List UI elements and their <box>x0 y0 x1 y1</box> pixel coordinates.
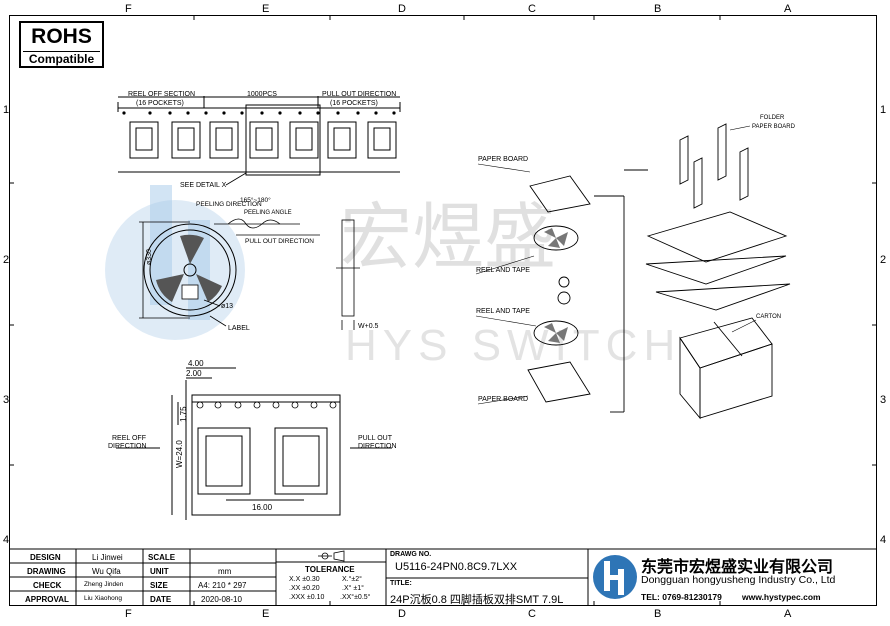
row-label-4-right: 4 <box>880 534 887 546</box>
col-label-b-bottom: B <box>654 608 662 620</box>
tb-tol-a-1: .XX ±0.20 <box>289 585 320 592</box>
packing-paper-board-bottom: PAPER BOARD <box>478 396 528 403</box>
detail-pull-out-dir: DIRECTION <box>358 443 397 450</box>
tb-tolerance-label: TOLERANCE <box>305 565 355 574</box>
reel-spokes <box>156 234 222 302</box>
rohs-badge: ROHS Compatible <box>19 21 104 68</box>
packing-reel-tape-1: REEL AND TAPE <box>476 267 530 274</box>
title-block-grid <box>9 548 877 606</box>
see-detail-label: SEE DETAIL X <box>180 182 227 189</box>
dim-w: W=24.0 <box>175 440 184 468</box>
dim-175: 1.75 <box>179 406 188 422</box>
company-web[interactable]: www.hystypec.com <box>742 592 821 602</box>
col-label-f-bottom: F <box>125 608 132 620</box>
col-label-d-bottom: D <box>398 608 406 620</box>
rohs-subtitle: Compatible <box>23 51 100 67</box>
col-label-a-bottom: A <box>784 608 792 620</box>
tb-size-value: A4: 210 * 297 <box>198 581 247 590</box>
tb-drawing-value: Wu Qifa <box>92 567 121 576</box>
tb-tol-b-1: .X° ±1° <box>342 585 364 592</box>
packing-diagram <box>527 123 791 420</box>
tb-drawing-no: U5116-24PN0.8C9.7LXX <box>395 561 518 573</box>
detail-holes <box>196 401 337 409</box>
tb-title-label: TITLE: <box>390 580 412 587</box>
tb-design-label: DESIGN <box>30 553 61 562</box>
watermark-en: HYS SWITCH <box>345 321 681 370</box>
tb-check-value: Zheng Jinden <box>84 581 124 588</box>
detail-reel-off-dir: DIRECTION <box>108 443 147 450</box>
packing-reel-spokes <box>544 228 568 343</box>
reel-diameter: ø330 <box>146 249 153 265</box>
reel-width: W+0.5 <box>358 323 379 330</box>
tb-tol-a-0: X.X ±0.30 <box>289 576 320 583</box>
tape-reel-off-pockets: (16 POCKETS) <box>136 100 184 107</box>
col-label-d-top: D <box>398 3 406 15</box>
tb-tol-b-0: X.°±2° <box>342 576 362 583</box>
col-label-b-top: B <box>654 3 662 15</box>
tb-approval-value: Liu Xiaohong <box>84 595 122 602</box>
reel-pull-out: PULL OUT DIRECTION <box>245 238 314 245</box>
row-label-1-right: 1 <box>880 104 887 116</box>
dim-4: 4.00 <box>188 359 204 368</box>
col-label-c-bottom: C <box>528 608 536 620</box>
rohs-title: ROHS <box>31 25 92 48</box>
tb-unit-label: UNIT <box>150 567 169 576</box>
tb-title: 24P沉板0.8 四脚插板双排SMT 7.9L <box>390 594 564 606</box>
tb-approval-label: APPROVAL <box>25 595 69 604</box>
tb-design-value: Li Jinwei <box>92 553 123 562</box>
tape-strip <box>117 96 401 176</box>
col-label-e-bottom: E <box>262 608 270 620</box>
tb-drawing-label: DRAWING <box>27 567 66 576</box>
detail-pull-out: PULL OUT <box>358 435 393 442</box>
tape-pockets <box>129 121 397 159</box>
packing-carton: CARTON <box>756 314 781 320</box>
tb-scale-label: SCALE <box>148 553 176 562</box>
tape-reel-off-label: REEL OFF SECTION <box>128 91 195 98</box>
tb-drawing-no-label: DRAWG NO. <box>390 551 432 558</box>
peeling-angle-value: 165°~180° <box>240 196 271 204</box>
projection-symbol <box>318 550 345 562</box>
col-label-c-top: C <box>528 3 536 15</box>
col-label-f-top: F <box>125 3 132 15</box>
reel-label: LABEL <box>228 325 250 332</box>
tb-check-label: CHECK <box>33 581 62 590</box>
col-label-e-top: E <box>262 3 270 15</box>
row-label-3-left: 3 <box>3 394 10 406</box>
company-tel: TEL: 0769-81230179 <box>641 592 722 602</box>
company-logo-icon <box>593 555 637 599</box>
packing-paper-board-top: PAPER BOARD <box>478 156 528 163</box>
row-label-2-left: 2 <box>3 254 10 266</box>
packing-folder-board: PAPER BOARD <box>752 124 796 130</box>
dim-16: 16.00 <box>252 503 273 512</box>
tb-size-label: SIZE <box>150 581 168 590</box>
row-label-1-left: 1 <box>3 104 10 116</box>
tape-pull-out-label: PULL OUT DIRECTION <box>322 91 396 98</box>
tb-date-value: 2020-08-10 <box>201 595 242 604</box>
row-label-4-left: 4 <box>3 534 10 546</box>
tb-unit-value: mm <box>218 567 232 576</box>
company-name-en: Dongguan hongyusheng Industry Co., Ltd <box>641 574 836 586</box>
watermark-logo <box>105 185 245 340</box>
tape-holes <box>122 111 396 115</box>
detail-x <box>116 367 392 520</box>
peeling-angle-label: PEELING ANGLE <box>244 210 292 216</box>
tape-pcs-label: 1000PCS <box>247 91 277 98</box>
row-label-3-right: 3 <box>880 394 887 406</box>
packing-folder: FOLDER <box>760 115 785 121</box>
tape-pull-out-pockets: (16 POCKETS) <box>330 100 378 107</box>
watermark-cn: 宏煜盛 <box>340 198 556 278</box>
tb-tol-a-2: .XXX ±0.10 <box>289 594 325 601</box>
col-label-a-top: A <box>784 3 792 15</box>
tb-date-label: DATE <box>150 595 172 604</box>
row-label-2-right: 2 <box>880 254 887 266</box>
company-name-cn: 东莞市宏煜盛实业有限公司 <box>641 559 834 576</box>
tb-tol-b-2: .XX°±0.5° <box>340 594 371 601</box>
peeling-direction: PEELING DIRECTION <box>196 201 262 208</box>
dim-2: 2.00 <box>186 369 202 378</box>
reel-hub: ø13 <box>221 303 233 310</box>
detail-reel-off: REEL OFF <box>112 435 146 442</box>
packing-reel-tape-2: REEL AND TAPE <box>476 308 530 315</box>
drawing-frame <box>9 15 877 606</box>
